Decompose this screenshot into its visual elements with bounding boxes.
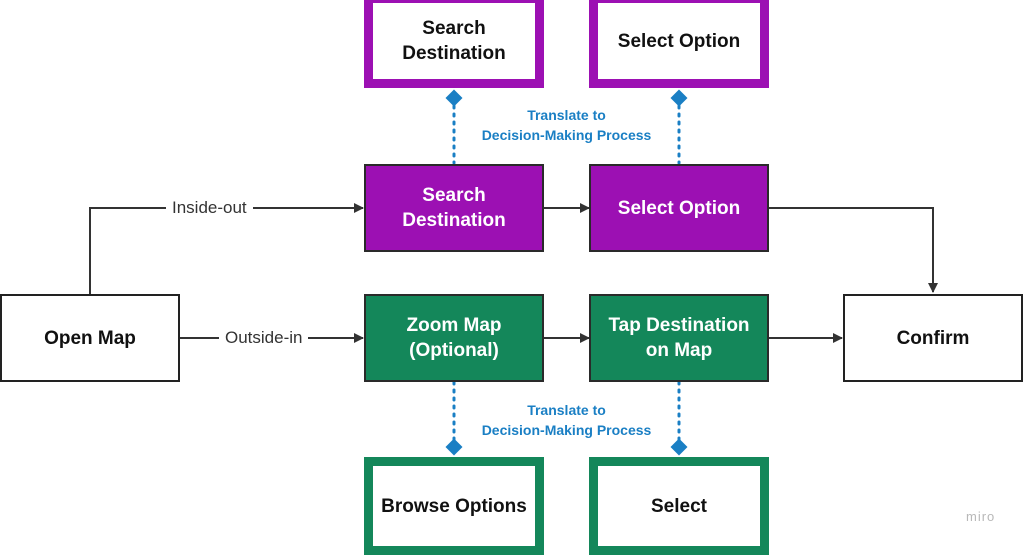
node-open-map[interactable]: Open Map xyxy=(0,294,180,382)
edge-select-to-confirm xyxy=(768,207,938,293)
node-label: Open Map xyxy=(44,327,136,349)
node-label: Search xyxy=(422,185,486,206)
note-translate-top: Translate to Decision-Making Process xyxy=(481,107,652,143)
node-label: Zoom Map xyxy=(406,315,502,336)
node-label: Confirm xyxy=(896,327,970,349)
miro-watermark: miro xyxy=(966,509,996,524)
node-select-option-top[interactable]: Select Option xyxy=(589,0,769,88)
node-tap-destination[interactable]: Tap Destination on Map xyxy=(589,294,769,382)
node-label: (Optional) xyxy=(409,340,499,361)
diamond-connector-select-bottom xyxy=(670,438,688,456)
edge-inside-out xyxy=(89,203,364,294)
node-label: Browse Options xyxy=(381,495,527,517)
node-label: Search xyxy=(422,18,486,39)
diamond-connector-browse xyxy=(445,438,463,456)
edge-label-inside-out: Inside-out xyxy=(166,198,253,218)
node-select[interactable]: Select xyxy=(589,457,769,555)
node-label: Select Option xyxy=(617,197,741,219)
note-translate-bottom: Translate to Decision-Making Process xyxy=(481,402,652,438)
node-search-destination[interactable]: Search Destination xyxy=(364,164,544,252)
diamond-connector-select-top xyxy=(670,89,688,107)
node-zoom-map[interactable]: Zoom Map (Optional) xyxy=(364,294,544,382)
node-label: on Map xyxy=(645,340,713,361)
node-label: Select xyxy=(651,495,707,517)
node-select-option[interactable]: Select Option xyxy=(589,164,769,252)
node-confirm[interactable]: Confirm xyxy=(843,294,1023,382)
edge-label-outside-in: Outside-in xyxy=(219,328,309,348)
node-label: Tap Destination xyxy=(608,315,750,336)
node-search-destination-top[interactable]: Search Destination xyxy=(364,0,544,88)
node-label: Destination xyxy=(402,43,506,64)
node-label: Destination xyxy=(402,210,506,231)
diamond-connector-search-top xyxy=(445,89,463,107)
node-label: Select Option xyxy=(617,30,741,52)
node-browse-options[interactable]: Browse Options xyxy=(364,457,544,555)
